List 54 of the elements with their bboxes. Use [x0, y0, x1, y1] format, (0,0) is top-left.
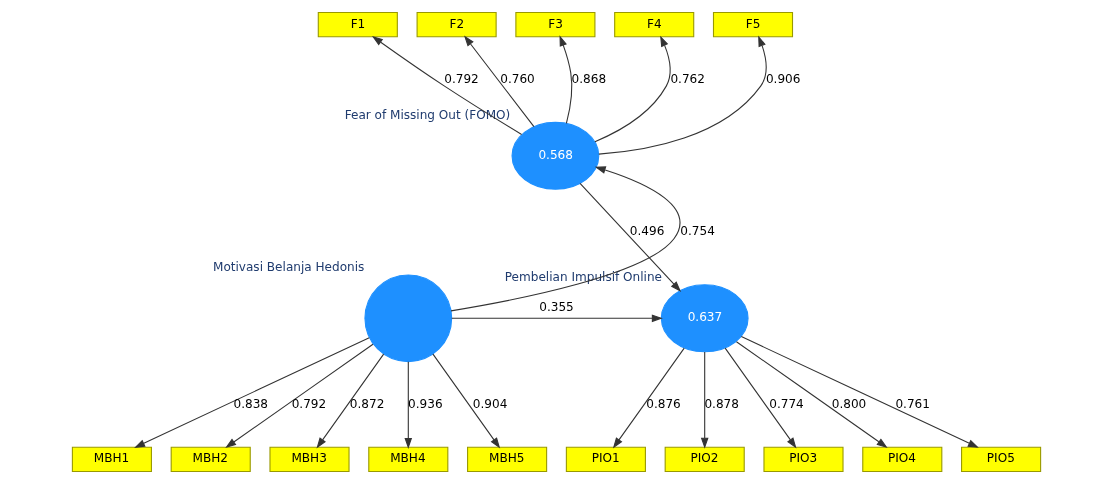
arrow	[559, 35, 573, 124]
arrow	[612, 347, 685, 449]
arrow	[432, 353, 501, 449]
node-box: F4	[614, 12, 695, 38]
arrow	[740, 336, 979, 448]
node-ellipse: 0.568	[511, 121, 600, 190]
arrow	[735, 341, 888, 448]
arrow	[316, 353, 385, 449]
edge-label: 0.878	[704, 396, 739, 411]
arrow	[450, 166, 681, 312]
node-box: MBH4	[368, 446, 449, 472]
arrow	[464, 35, 535, 128]
node-box: MBH1	[71, 446, 152, 472]
arrow	[700, 351, 709, 449]
edge-label: 0.496	[629, 224, 665, 239]
edge-label: 0.792	[444, 71, 479, 86]
arrow	[134, 337, 370, 448]
edge-label: 0.754	[680, 224, 715, 239]
edge-label: 0.774	[769, 396, 804, 411]
node-box: PIO5	[961, 446, 1042, 472]
node-box: MBH3	[269, 446, 350, 472]
arrow	[404, 361, 413, 449]
node-label: Motivasi Belanja Hedonis	[212, 260, 365, 275]
edge-label: 0.762	[670, 71, 705, 86]
node-box: PIO3	[763, 446, 844, 472]
arrow	[579, 182, 682, 292]
node-circle	[364, 274, 453, 363]
node-box: F5	[712, 12, 794, 38]
node-box: PIO1	[565, 446, 646, 472]
edge-label: 0.876	[646, 396, 681, 411]
edge-label: 0.906	[765, 71, 801, 86]
node-box: F2	[416, 12, 497, 38]
edge-label: 0.761	[895, 396, 930, 411]
node-box: PIO2	[664, 446, 745, 472]
arrow	[371, 35, 523, 136]
edge-label: 0.904	[472, 396, 508, 411]
node-box: F3	[515, 12, 596, 38]
edge-label: 0.355	[539, 300, 574, 315]
node-ellipse: 0.637	[660, 284, 749, 353]
node-box: MBH5	[467, 446, 548, 472]
arrow	[451, 314, 663, 323]
edge-label: 0.800	[831, 396, 867, 411]
node-box: MBH2	[170, 446, 251, 472]
edge-label: 0.760	[500, 71, 535, 86]
node-box: F1	[317, 12, 398, 38]
arrow	[225, 343, 374, 449]
edge-label: 0.868	[571, 71, 607, 86]
arrow	[598, 35, 767, 155]
edge-label: 0.838	[233, 396, 269, 411]
arrow	[724, 347, 797, 449]
arrow	[594, 35, 671, 143]
edge-label: 0.792	[291, 396, 327, 411]
edge-label: 0.872	[349, 396, 385, 411]
node-box: PIO4	[862, 446, 943, 472]
